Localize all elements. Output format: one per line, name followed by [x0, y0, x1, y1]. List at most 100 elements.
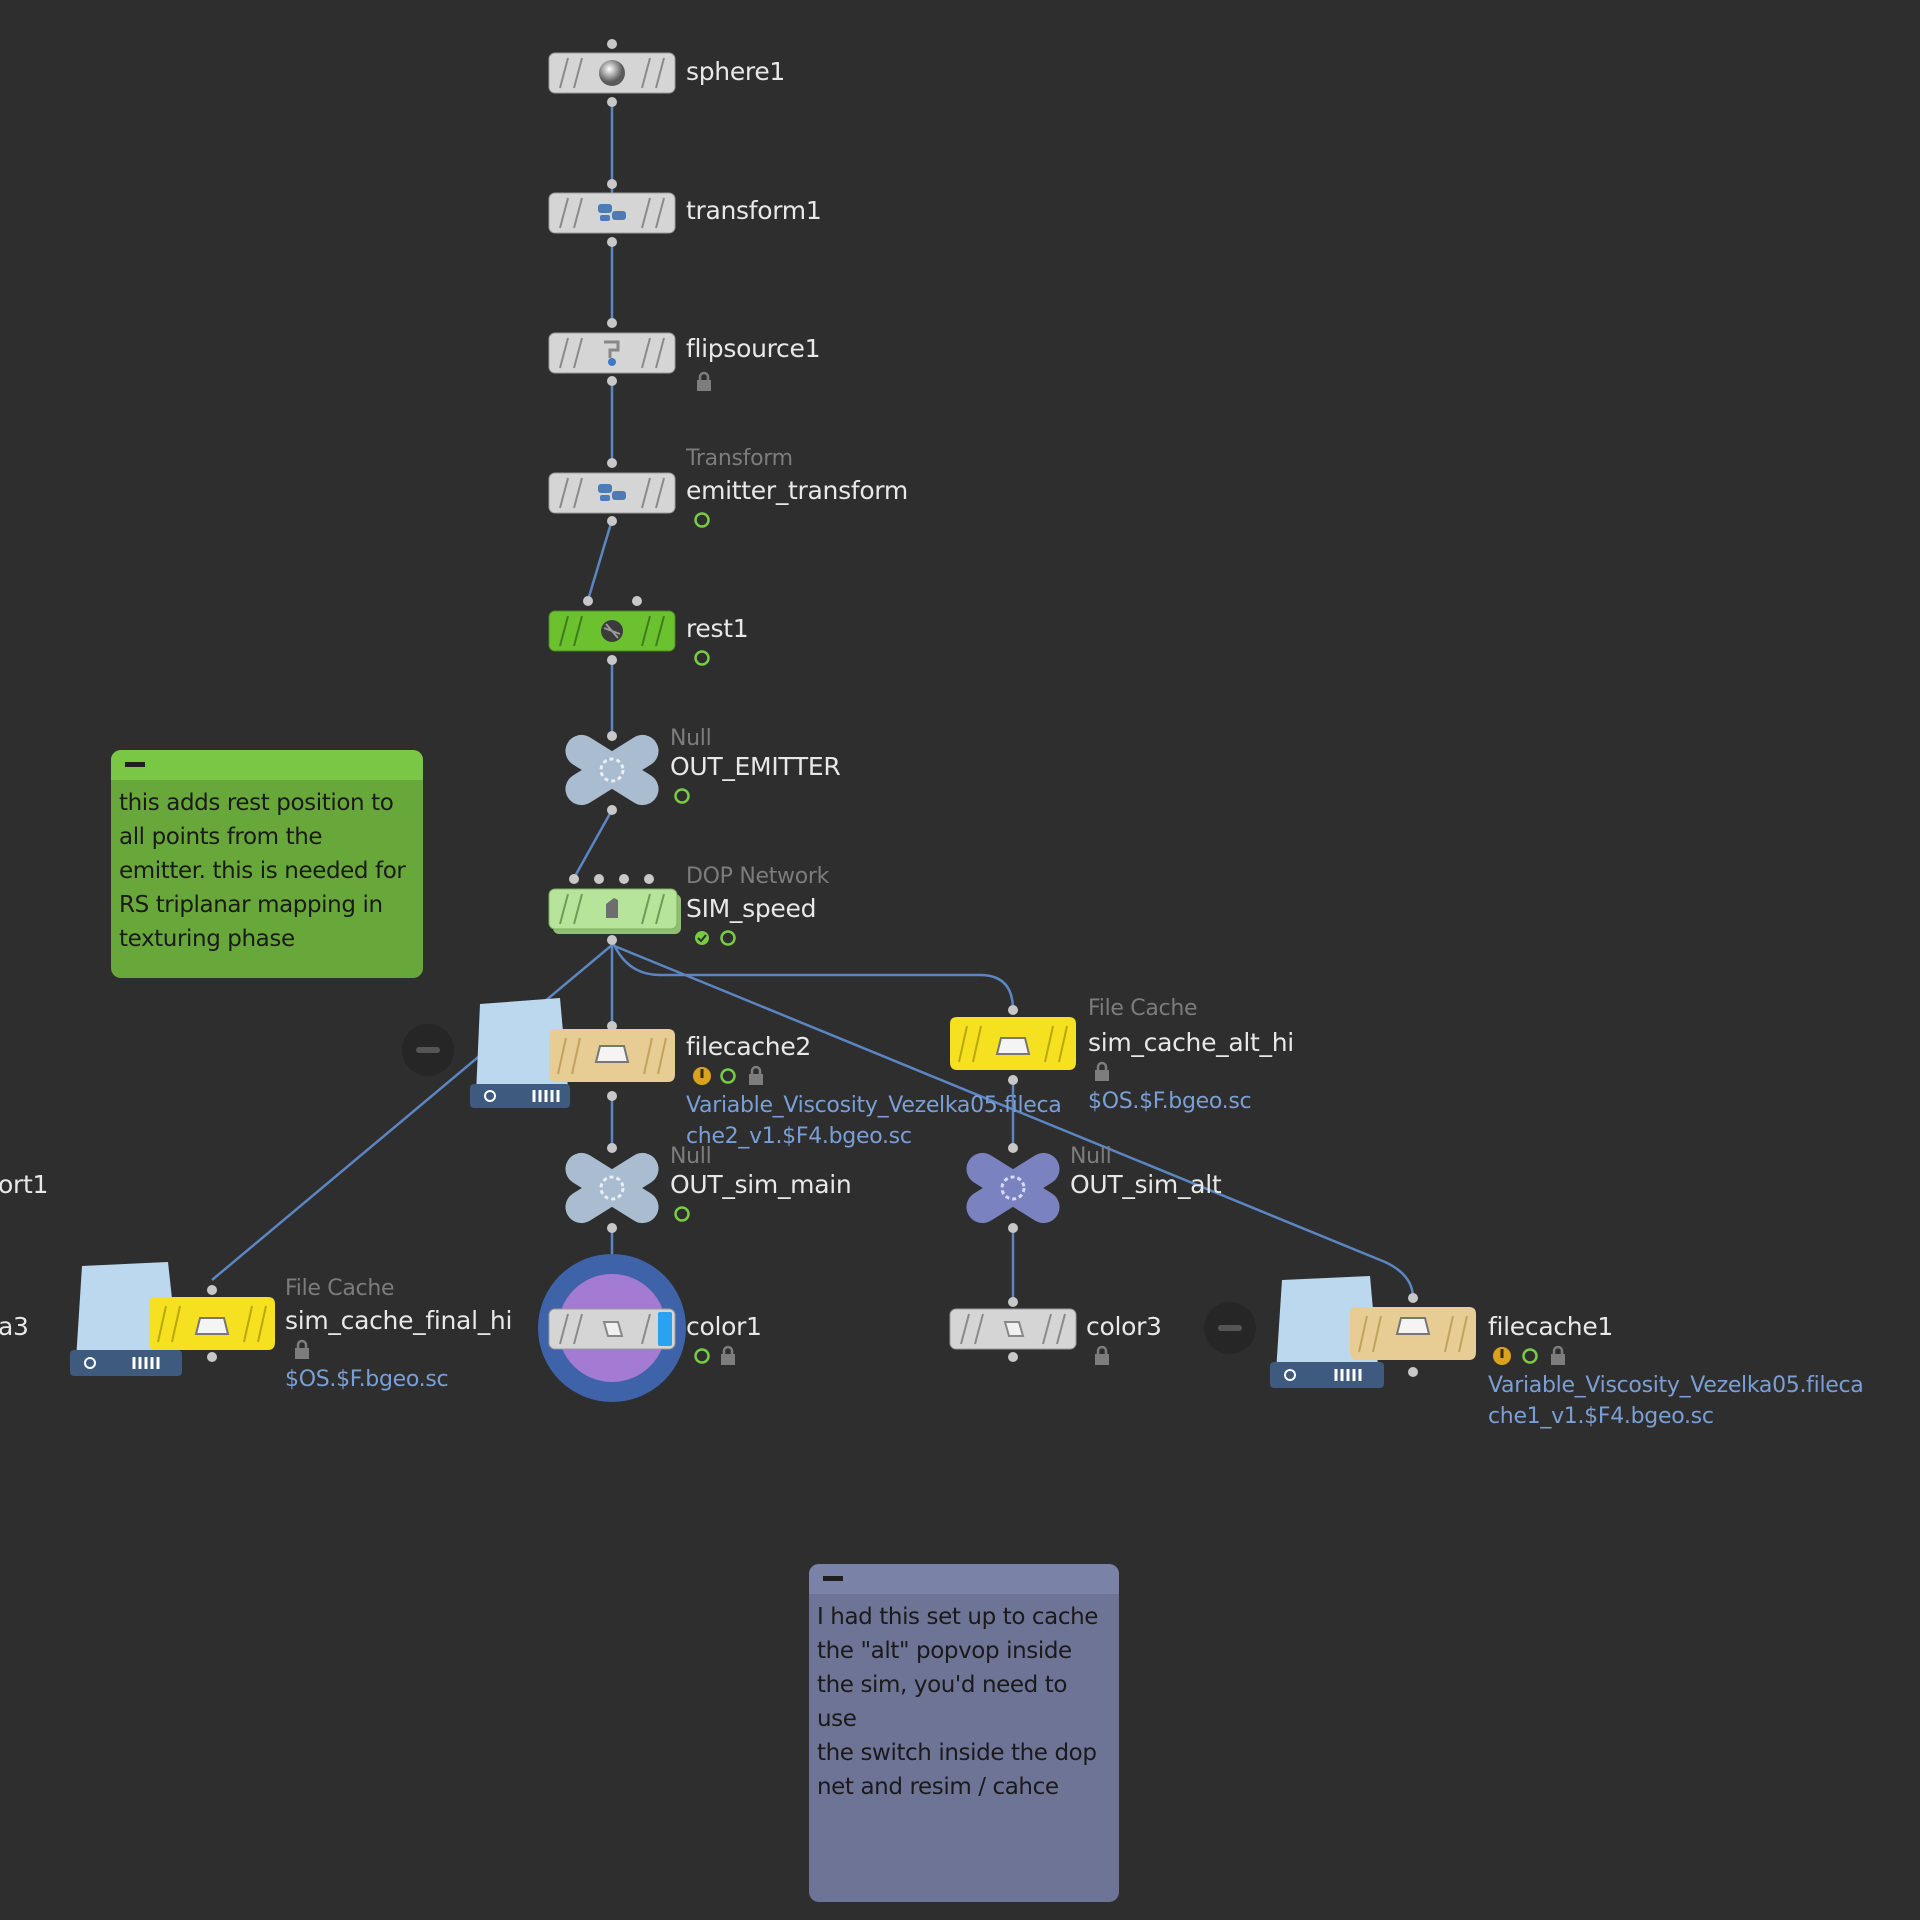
node-filecache2[interactable]	[548, 1028, 676, 1086]
node-label: color3	[1086, 1312, 1162, 1341]
node-out-emitter[interactable]	[564, 734, 660, 806]
node-out-sim-alt[interactable]	[965, 1152, 1061, 1224]
display-flag-icon	[720, 1068, 736, 1084]
filecache-node-body	[149, 1297, 275, 1350]
lock-icon	[1095, 1345, 1109, 1365]
dop-node-body	[548, 888, 681, 934]
node-label: SIM_speed	[686, 894, 817, 923]
sticky-note-purple[interactable]: I had this set up to cache the "alt" pop…	[809, 1564, 1119, 1902]
node-sim-cache-alt-hi[interactable]	[949, 1016, 1077, 1072]
gear-icon	[599, 757, 625, 783]
node-out-sim-main[interactable]	[564, 1152, 660, 1224]
sop-node-body	[548, 192, 676, 234]
sticky-note-titlebar[interactable]	[111, 750, 423, 780]
sop-node-body	[548, 1308, 676, 1350]
node-label: filecache1	[1488, 1312, 1614, 1341]
node-transform1[interactable]	[548, 192, 676, 234]
warning-flag-icon	[693, 1067, 711, 1085]
display-flag-icon	[674, 1206, 690, 1222]
file-path: $OS.$F.bgeo.sc	[1088, 1089, 1252, 1114]
gear-icon	[1000, 1175, 1026, 1201]
sop-node-body	[949, 1308, 1077, 1350]
filecache-icon	[194, 1317, 230, 1335]
file-path: Variable_Viscosity_Vezelka05.fileca che2…	[686, 1093, 1062, 1149]
color-icon	[1003, 1321, 1025, 1337]
color-icon	[602, 1321, 624, 1337]
node-flipsource1[interactable]	[548, 332, 676, 374]
node-color1[interactable]	[548, 1308, 676, 1350]
display-flag-icon	[694, 512, 710, 528]
node-sim-cache-final-hi[interactable]	[148, 1296, 276, 1352]
node-label: filecache2	[686, 1032, 812, 1061]
display-flag-icon	[720, 930, 736, 946]
node-label: sphere1	[686, 57, 786, 86]
node-label: transform1	[686, 196, 822, 225]
null-node-body	[565, 1152, 659, 1224]
sticky-note-green[interactable]: this adds rest position to all points fr…	[111, 750, 423, 978]
filecache-node-body	[1350, 1307, 1476, 1360]
node-label: OUT_sim_alt	[1070, 1170, 1222, 1199]
node-label-offscreen: a3	[0, 1312, 29, 1341]
flipsource-icon	[604, 340, 620, 366]
node-color3[interactable]	[949, 1308, 1077, 1350]
warning-flag-icon	[1493, 1347, 1511, 1365]
node-label: sim_cache_final_hi	[285, 1306, 513, 1335]
node-type: File Cache	[285, 1276, 395, 1301]
node-label: color1	[686, 1312, 762, 1341]
node-label: sim_cache_alt_hi	[1088, 1028, 1294, 1057]
null-node-body	[966, 1152, 1060, 1224]
display-flag-icon	[658, 1312, 672, 1346]
dop-icon	[606, 898, 618, 918]
node-label: flipsource1	[686, 334, 821, 363]
lock-icon	[721, 1345, 735, 1365]
node-type: DOP Network	[686, 864, 830, 889]
file-path: Variable_Viscosity_Vezelka05.fileca che1…	[1488, 1373, 1864, 1429]
lock-icon	[749, 1065, 763, 1085]
lock-icon	[1551, 1345, 1565, 1365]
wire-sim-speed-sim-cache-final-hi	[211, 944, 613, 1281]
node-sphere1[interactable]	[548, 52, 676, 94]
collapse-button[interactable]	[1202, 1300, 1258, 1356]
display-flag-icon	[694, 650, 710, 666]
display-flag-icon	[694, 1348, 710, 1364]
filecache-icon	[594, 1045, 630, 1063]
display-flag-icon	[1522, 1348, 1538, 1364]
disk-icon	[468, 998, 578, 1112]
gear-icon	[599, 1175, 625, 1201]
wire-sim-speed-sim-cache-alt-hi	[610, 939, 1015, 1011]
wire-emitter-transform-rest1	[586, 519, 614, 601]
node-label: rest1	[686, 614, 749, 643]
node-type: Null	[1070, 1144, 1112, 1169]
collapse-icon[interactable]	[125, 762, 145, 767]
sphere-icon	[599, 60, 625, 86]
node-label-offscreen: ort1	[0, 1170, 49, 1199]
node-type: File Cache	[1088, 996, 1198, 1021]
collapse-button[interactable]	[400, 1022, 456, 1078]
sop-node-body	[548, 472, 676, 514]
file-path: $OS.$F.bgeo.sc	[285, 1367, 449, 1392]
filecache-icon	[995, 1037, 1031, 1055]
null-node-body	[565, 734, 659, 806]
collapse-icon[interactable]	[823, 1576, 843, 1581]
sticky-note-text: this adds rest position to all points fr…	[119, 790, 406, 952]
node-filecache1[interactable]	[1349, 1306, 1477, 1364]
lock-icon	[1095, 1061, 1109, 1081]
display-flag-icon	[674, 788, 690, 804]
transform-icon	[598, 484, 626, 501]
node-type: Transform	[686, 446, 793, 471]
transform-icon	[598, 204, 626, 221]
node-emitter-transform[interactable]	[548, 472, 676, 514]
sticky-note-text: I had this set up to cache the "alt" pop…	[817, 1604, 1099, 1800]
node-label: OUT_EMITTER	[670, 752, 841, 781]
node-type: Null	[670, 1144, 712, 1169]
node-label: emitter_transform	[686, 476, 908, 505]
filecache-icon	[1395, 1317, 1431, 1335]
filecache-node-body	[549, 1029, 675, 1082]
node-sim-speed[interactable]	[548, 888, 684, 936]
wire-out-emitter-sim-speed	[572, 809, 614, 879]
node-label: OUT_sim_main	[670, 1170, 852, 1199]
sticky-note-titlebar[interactable]	[809, 1564, 1119, 1594]
sop-node-body	[548, 610, 676, 652]
node-rest1[interactable]	[548, 610, 676, 652]
